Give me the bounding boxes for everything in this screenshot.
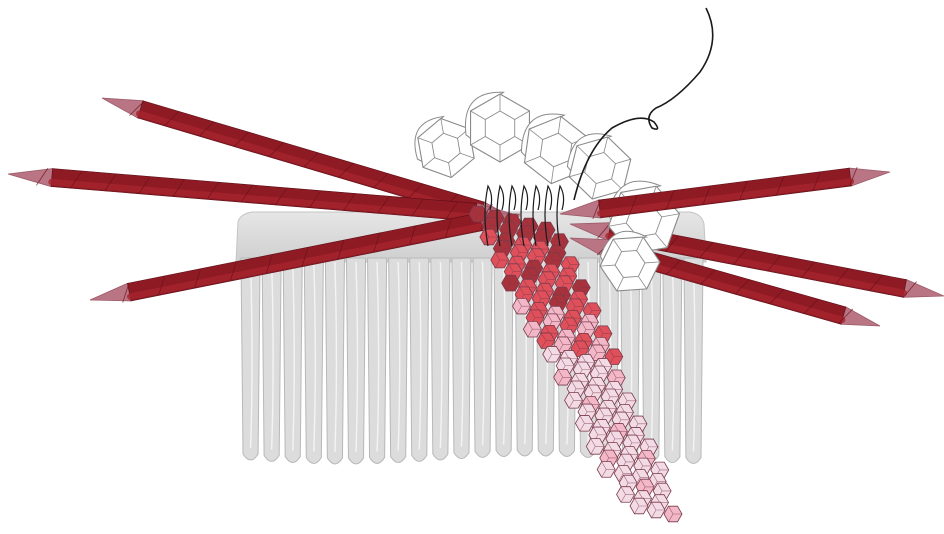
bead (554, 369, 572, 385)
bead (502, 275, 520, 291)
bead (630, 498, 648, 514)
stick-tip (903, 280, 944, 298)
bead (586, 439, 604, 455)
bead (491, 252, 509, 268)
stick-tip (841, 307, 880, 326)
bead (565, 393, 583, 409)
bead (523, 321, 541, 337)
bead (480, 229, 498, 245)
bead (543, 346, 561, 362)
bead (469, 206, 487, 222)
bead (664, 506, 682, 522)
crystal (465, 92, 529, 162)
bead (617, 487, 635, 503)
bead (647, 502, 665, 518)
stick-tip (90, 283, 131, 301)
bead (513, 298, 531, 314)
bead (575, 416, 593, 432)
bead (597, 462, 615, 478)
